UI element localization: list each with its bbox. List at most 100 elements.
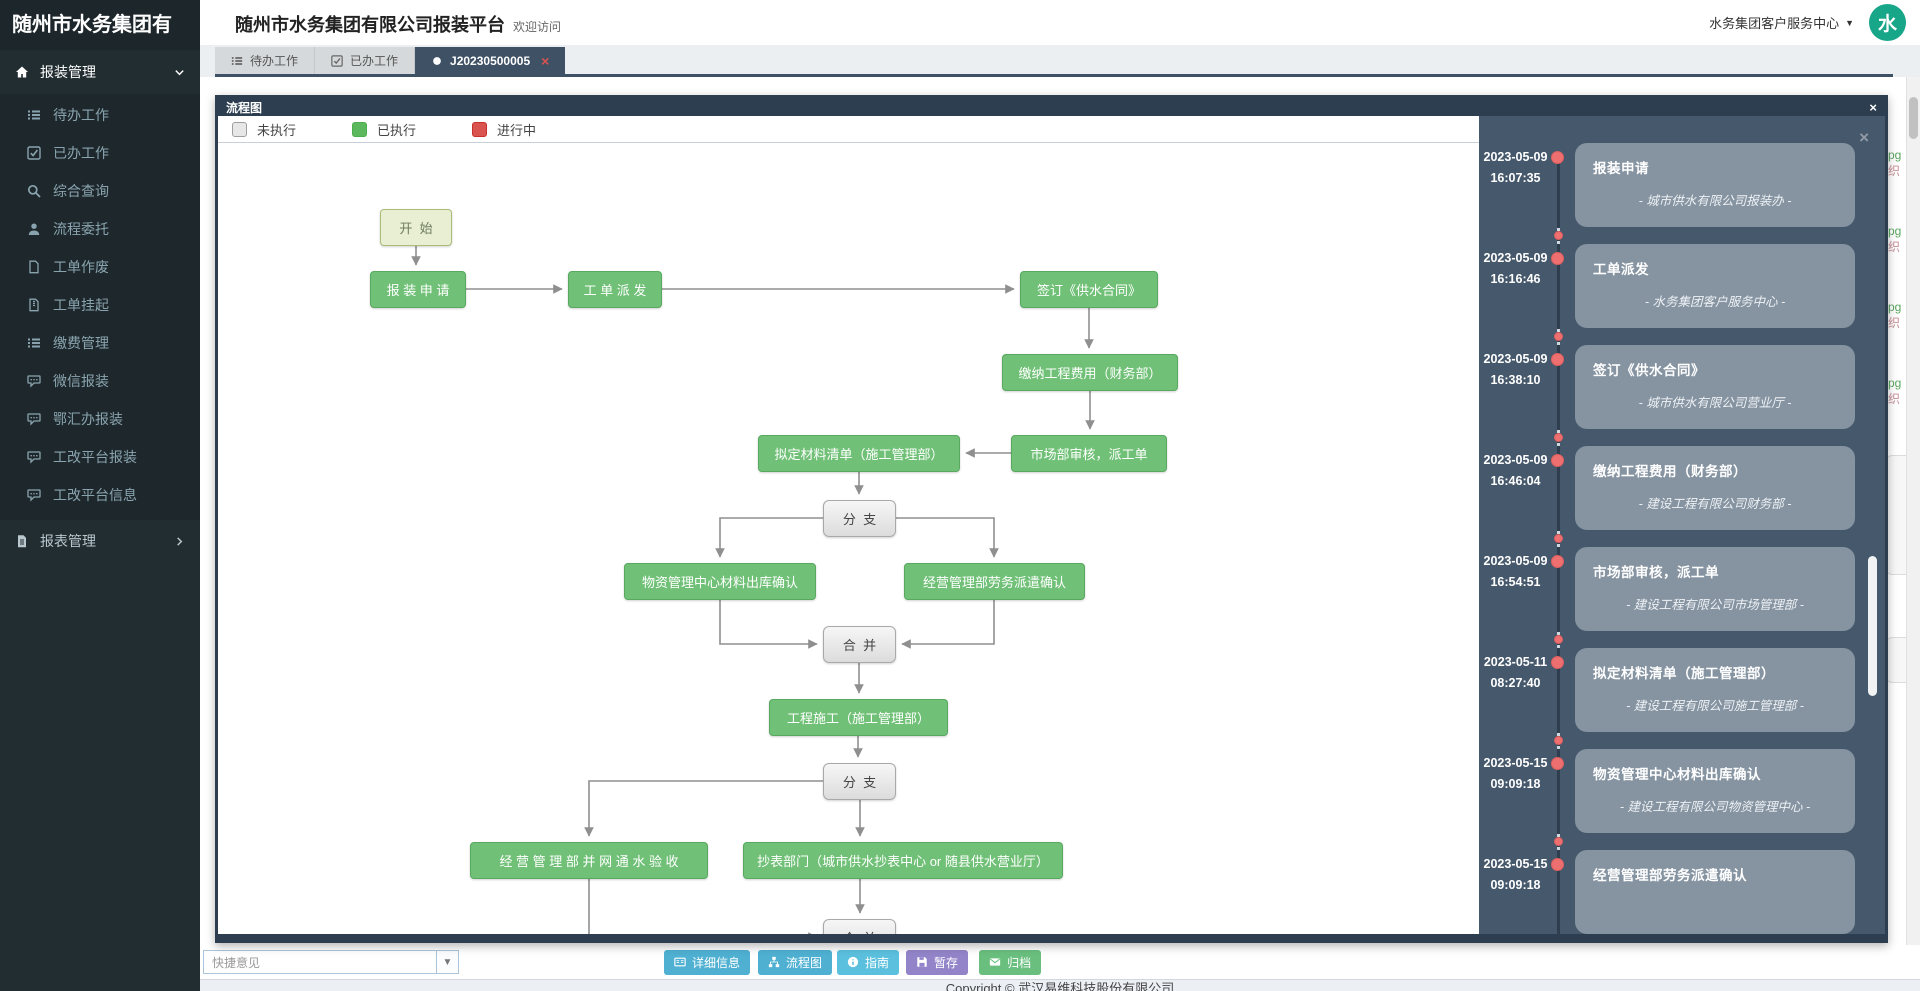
fragment-link-text: pg xyxy=(1888,376,1902,390)
sidebar-item-gonggai-platform-info[interactable]: 工改平台信息 xyxy=(0,476,200,514)
legend-label: 进行中 xyxy=(497,122,537,138)
sidebar-item-comprehensive-query[interactable]: 综合查询 xyxy=(0,172,200,210)
page-scrollbar[interactable] xyxy=(1906,77,1920,991)
timeline-dot xyxy=(1551,252,1564,265)
comment-icon xyxy=(27,375,41,388)
sidebar-menu-label: 报装管理 xyxy=(40,64,96,80)
timeline-time-text: 16:54:51 xyxy=(1490,575,1541,590)
file-suspend-icon xyxy=(29,298,39,312)
legend-label: 已执行 xyxy=(377,122,417,138)
timeline-time-text: 16:38:10 xyxy=(1490,373,1541,388)
timeline-entry: 2023-05-09 16:46:04 缴纳工程费用（财务部） - 建设工程有限… xyxy=(1479,446,1885,547)
timeline-date-text: 2023-05-09 xyxy=(1483,150,1548,164)
modal-titlebar: 流程图 × xyxy=(218,98,1885,116)
timeline-entry: 2023-05-15 09:09:18 物资管理中心材料出库确认 - 建设工程有… xyxy=(1479,749,1885,850)
timeline-panel: × 2023-05-09 16:07:35 报装申请 - 城市供水有限公司报装办… xyxy=(1479,116,1885,934)
detail-info-button[interactable]: 详细信息 xyxy=(664,949,751,975)
timeline-entry: 2023-05-09 16:38:10 签订《供水合同》 - 城市供水有限公司营… xyxy=(1479,345,1885,446)
sidebar-item-ehuiban-install[interactable]: 鄂汇办报装 xyxy=(0,400,200,438)
timeline-card-title: 工单派发 xyxy=(1593,262,1649,277)
timeline-card-title: 市场部审核，派工单 xyxy=(1593,565,1719,580)
timeline-time-text: 08:27:40 xyxy=(1490,676,1541,691)
timeline-date: 2023-05-15 09:09:18 xyxy=(1479,753,1552,796)
sidebar-item-label: 缴费管理 xyxy=(53,335,109,351)
timeline-time-text: 09:09:18 xyxy=(1490,878,1541,893)
tab-label: 已办工作 xyxy=(350,54,399,68)
search-icon xyxy=(27,184,41,198)
timeline-card-title: 缴纳工程费用（财务部） xyxy=(1593,464,1747,479)
sidebar-menu-label: 报表管理 xyxy=(40,533,96,549)
flowchart-button[interactable]: 流程图 xyxy=(758,949,833,975)
user-icon xyxy=(28,223,40,235)
sidebar-item-workorder-suspend[interactable]: 工单挂起 xyxy=(0,286,200,324)
sidebar-menu-install-management[interactable]: 报装管理 xyxy=(0,50,200,94)
archive-button[interactable]: 归档 xyxy=(979,949,1042,975)
avatar[interactable]: 水 xyxy=(1869,4,1906,41)
modal-close-icon[interactable]: × xyxy=(1869,99,1877,115)
timeline-date: 2023-05-09 16:38:10 xyxy=(1479,349,1552,392)
guide-button[interactable]: 指南 xyxy=(837,949,900,975)
timeline-date: 2023-05-09 16:07:35 xyxy=(1479,147,1552,190)
sidebar-item-workorder-void[interactable]: 工单作废 xyxy=(0,248,200,286)
flow-node-labor-dispatch: 经营管理部劳务派遣确认 xyxy=(904,563,1085,600)
user-menu-label: 水务集团客户服务中心 xyxy=(1709,16,1840,31)
timeline-dot xyxy=(1551,555,1564,568)
page-scrollbar-thumb[interactable] xyxy=(1909,97,1918,139)
flowchart-modal: 流程图 × 未执行 已执行 进行中 xyxy=(215,95,1888,943)
timeline-card-title: 经营管理部劳务派遣确认 xyxy=(1593,868,1747,883)
tab-label: 待办工作 xyxy=(250,54,299,68)
timeline-gap-dot xyxy=(1554,231,1563,240)
flow-node-market-review: 市场部审核，派工单 xyxy=(1011,435,1167,472)
sidebar-item-gongggai-platform-install[interactable]: 工改平台报装 xyxy=(0,438,200,476)
timeline-dot xyxy=(1551,858,1564,871)
timeline-scrollbar-thumb[interactable] xyxy=(1868,556,1877,696)
timeline-dot xyxy=(1551,757,1564,770)
sidebar-item-done-work[interactable]: 已办工作 xyxy=(0,134,200,172)
save-draft-button[interactable]: 暂存 xyxy=(906,949,969,975)
timeline-date-text: 2023-05-09 xyxy=(1483,352,1548,366)
file-text-icon xyxy=(18,535,26,548)
tab-done-work[interactable]: 已办工作 xyxy=(315,47,416,74)
background-fragments: pg 织 pg 织 pg 织 pg 织 xyxy=(1888,147,1912,451)
timeline-dot xyxy=(1551,454,1564,467)
timeline-close-icon[interactable]: × xyxy=(1859,128,1869,147)
timeline-card: 签订《供水合同》 - 城市供水有限公司营业厅 - xyxy=(1575,345,1855,429)
id-card-icon xyxy=(674,957,686,967)
tab-close-icon[interactable]: × xyxy=(541,52,550,69)
list-icon xyxy=(28,338,40,348)
sidebar-item-label: 已办工作 xyxy=(53,145,109,161)
comment-icon xyxy=(27,489,41,502)
timeline-gap-dot xyxy=(1554,837,1563,846)
sidebar-item-payment-management[interactable]: 缴费管理 xyxy=(0,324,200,362)
button-label: 流程图 xyxy=(786,955,823,970)
tab-label: J20230500005 xyxy=(450,53,531,68)
flowchart-canvas: 开 始 报 装 申 请 工 单 派 发 签订《供水合同》 缴纳工程费用（财务部）… xyxy=(218,143,1479,934)
sidebar-item-label: 流程委托 xyxy=(53,221,109,237)
sidebar-item-todo-work[interactable]: 待办工作 xyxy=(0,96,200,134)
button-label: 详细信息 xyxy=(692,955,741,970)
select-caret-icon[interactable]: ▼ xyxy=(436,951,458,973)
fragment-label-text: 织 xyxy=(1888,240,1901,254)
sidebar-item-process-delegation[interactable]: 流程委托 xyxy=(0,210,200,248)
circle-icon xyxy=(433,56,441,65)
timeline-gap-dot xyxy=(1554,736,1563,745)
sidebar-item-label: 工单作废 xyxy=(53,259,109,275)
flow-node-apply: 报 装 申 请 xyxy=(370,271,466,308)
flow-node-sign-contract: 签订《供水合同》 xyxy=(1020,271,1158,308)
tabs: 待办工作 已办工作 J20230500005 × xyxy=(215,47,566,74)
user-menu[interactable]: 水务集团客户服务中心 ▼ xyxy=(1709,0,1854,45)
sidebar-item-wechat-install[interactable]: 微信报装 xyxy=(0,362,200,400)
timeline-card: 物资管理中心材料出库确认 - 建设工程有限公司物资管理中心 - xyxy=(1575,749,1855,833)
timeline-date-text: 2023-05-09 xyxy=(1483,251,1548,265)
quick-opinion-select[interactable]: 快捷意见 ▼ xyxy=(203,950,459,974)
tab-todo-work[interactable]: 待办工作 xyxy=(215,47,316,74)
legend-gray-box xyxy=(232,121,247,137)
timeline-card: 工单派发 - 水务集团客户服务中心 - xyxy=(1575,244,1855,328)
fragment-link-text: pg xyxy=(1888,300,1902,314)
sidebar-item-label: 工单挂起 xyxy=(53,297,109,313)
timeline-card: 经营管理部劳务派遣确认 xyxy=(1575,850,1855,934)
flow-node-merge-2: 合 并 xyxy=(823,919,896,934)
tab-workorder-j20230500005[interactable]: J20230500005 × xyxy=(415,47,566,74)
sidebar-menu-report-management[interactable]: 报表管理 xyxy=(0,520,200,562)
flow-node-pay-fee: 缴纳工程费用（财务部） xyxy=(1002,354,1178,391)
